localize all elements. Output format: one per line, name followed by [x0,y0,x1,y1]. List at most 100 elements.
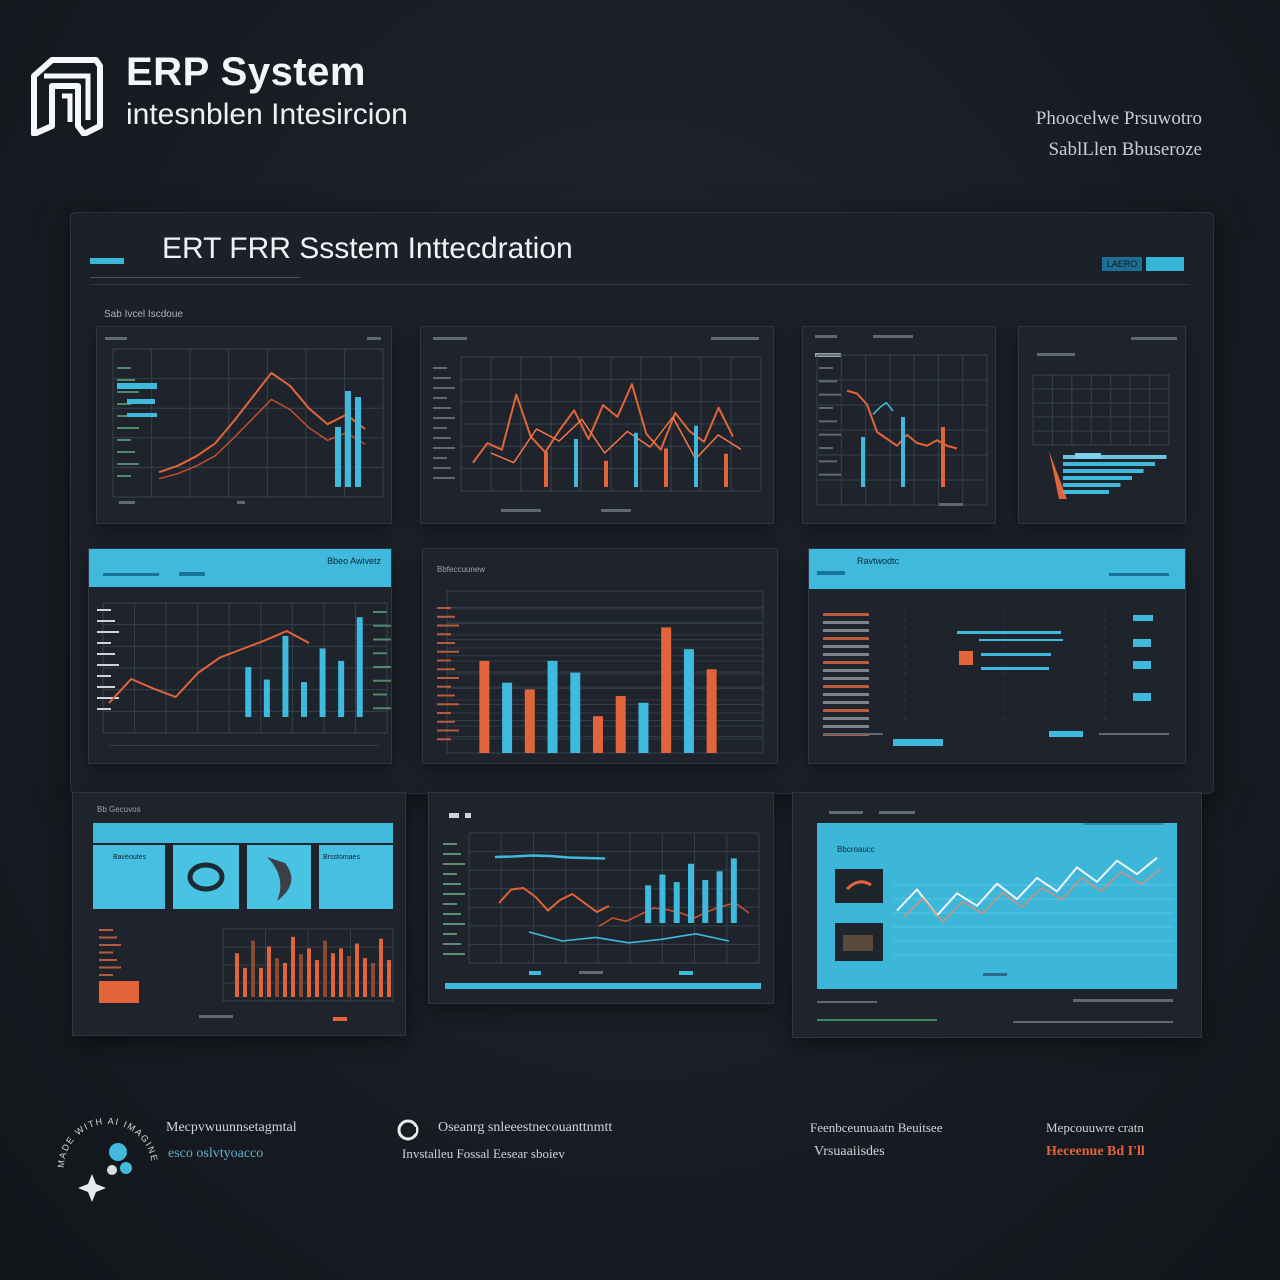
axis-tick-label [433,437,451,439]
series-line [158,398,366,480]
label-placeholder [817,1019,937,1021]
chart-panel-4[interactable] [1018,326,1186,524]
axis-tick-label [819,367,833,369]
axis-tick-label [97,631,119,633]
label-placeholder [939,503,963,506]
label-placeholder [237,501,245,504]
legend-swatch [127,413,157,417]
bar [1063,455,1167,459]
bar [694,425,698,487]
label-placeholder [579,971,603,974]
series-line [498,887,610,913]
axis-tick-label [443,863,465,865]
bar [502,682,513,753]
table-cell-placeholder [823,653,869,656]
series-line [902,868,1162,923]
header-text-placeholder [817,571,845,575]
axis-tick-label [117,367,131,369]
tile [173,845,239,909]
axis-tick-label [117,463,139,465]
table-cell-placeholder [823,621,869,624]
axis-tick-label [819,433,841,436]
axis-tick-label [443,883,461,885]
table-cell-placeholder [823,701,869,704]
bar [688,863,694,923]
axis-tick-label [117,379,135,381]
axis-tick-label [433,417,455,419]
bar [645,885,652,923]
bar [355,397,361,487]
axis-tick-label [97,708,111,710]
panel-header-bar: Ravtwodtc [809,549,1185,589]
line-chart-1 [105,337,384,504]
series-line [528,931,730,944]
chart-panel-6[interactable]: Bbfeccuunew [422,548,778,764]
axis-tick-label [437,729,459,732]
header-text-placeholder [179,572,205,576]
chart-panel-2[interactable] [420,326,774,524]
header-text-placeholder [103,573,159,576]
bar [524,689,535,753]
section-label: Sab Ivcel Iscdoue [104,309,183,320]
header-right-line-1: Phoocelwe Prsuwotro [1035,108,1202,129]
label-placeholder [119,501,135,504]
axis-tick-label [433,477,455,479]
label-placeholder [199,1015,233,1018]
series-line [872,401,894,415]
chart-panel-7[interactable]: Ravtwodtc [808,548,1186,764]
label-placeholder [823,733,883,735]
axis-tick-label [433,427,447,429]
axis-tick-label [99,959,117,961]
axis-tick-label [443,843,457,845]
bar [301,682,307,717]
bar [673,882,680,923]
axis-tick-label [97,609,111,611]
axis-tick-label [443,953,465,955]
axis-tick-label [373,693,387,696]
axis-tick-label [433,387,455,389]
frame-accent-bar [90,258,124,264]
bar [638,702,649,753]
tile-label: Brsstomaes [323,854,360,861]
chart-panel-3[interactable] [802,326,996,524]
table-panel-7 [817,571,1169,746]
axis-tick-label [97,653,115,655]
chart-area [817,823,1177,989]
bar [615,696,626,753]
label-placeholder [679,971,693,975]
axis-tick-label [97,697,119,699]
chart-panel-10[interactable]: Bbcroaucc [792,792,1202,1038]
bar [981,667,1049,670]
chat-icon [397,1119,419,1141]
axis-tick-label [819,460,837,463]
bar [893,739,943,746]
axis-tick-label [437,685,451,688]
label-placeholder [711,337,759,340]
frame-badge-bar [1146,257,1184,271]
axis-tick-label [443,903,457,905]
bar [356,617,363,717]
label-placeholder [1099,733,1169,735]
axis-tick-label [819,407,833,409]
chart-panel-5[interactable]: Bbeo Awivetz [88,548,392,764]
chart-panel-1[interactable] [96,326,392,524]
bar [275,958,279,997]
bar [901,417,905,487]
axis-tick-label [117,391,139,393]
bar-chart-6 [437,590,764,754]
axis-tick-label [373,652,387,655]
table-cell-placeholder [823,645,869,648]
chart-panel-9[interactable] [428,792,774,1004]
tile [93,845,165,909]
bar [323,940,327,997]
bar [702,879,709,923]
label-placeholder [529,971,541,975]
label-placeholder [433,337,467,340]
bar [479,660,490,753]
triangle-mark [1049,451,1067,499]
axis-tick-label [437,607,451,609]
frame-badge[interactable]: LAERO [1102,257,1184,271]
label-placeholder [873,335,913,338]
